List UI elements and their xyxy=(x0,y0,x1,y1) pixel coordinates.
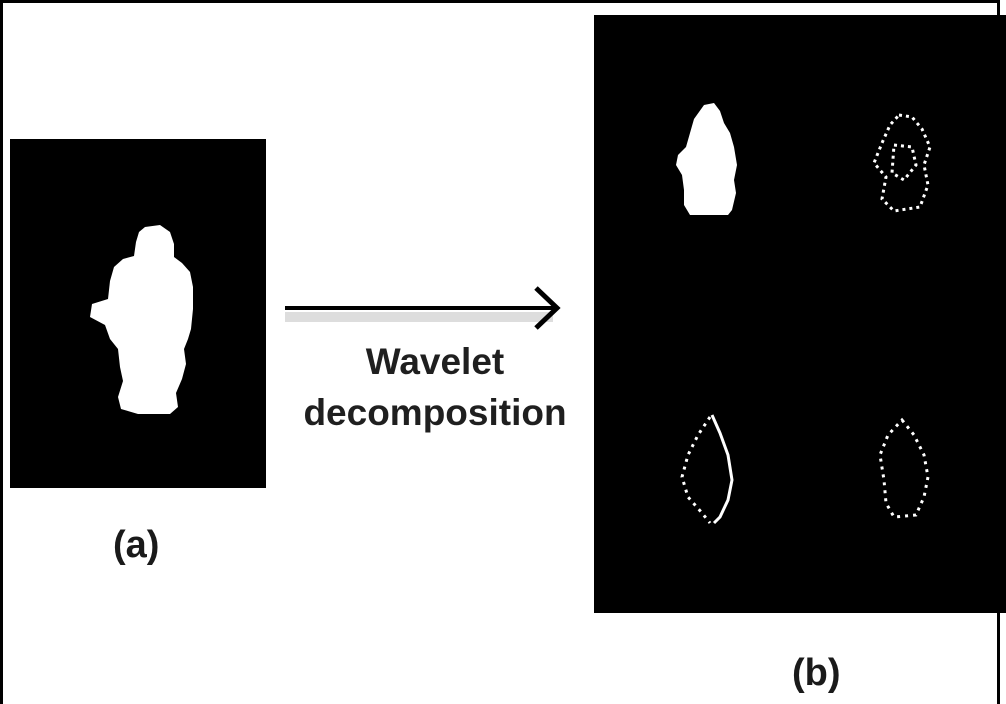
caption-b: (b) xyxy=(792,652,841,694)
silhouette-image xyxy=(10,139,266,488)
diagonal-detail-subband xyxy=(878,417,930,519)
approximation-subband xyxy=(676,103,737,215)
arrow-label-line1: Wavelet xyxy=(365,341,505,382)
vertical-detail-subband xyxy=(680,414,734,525)
arrow-label: Wavelet decomposition xyxy=(290,336,580,438)
caption-a: (a) xyxy=(113,524,160,566)
arrow-label-line2: decomposition xyxy=(303,392,567,433)
silhouette-shape xyxy=(90,225,193,414)
arrow xyxy=(283,278,568,338)
horizontal-detail-subband xyxy=(872,113,932,213)
wavelet-subbands-image xyxy=(594,15,1006,613)
